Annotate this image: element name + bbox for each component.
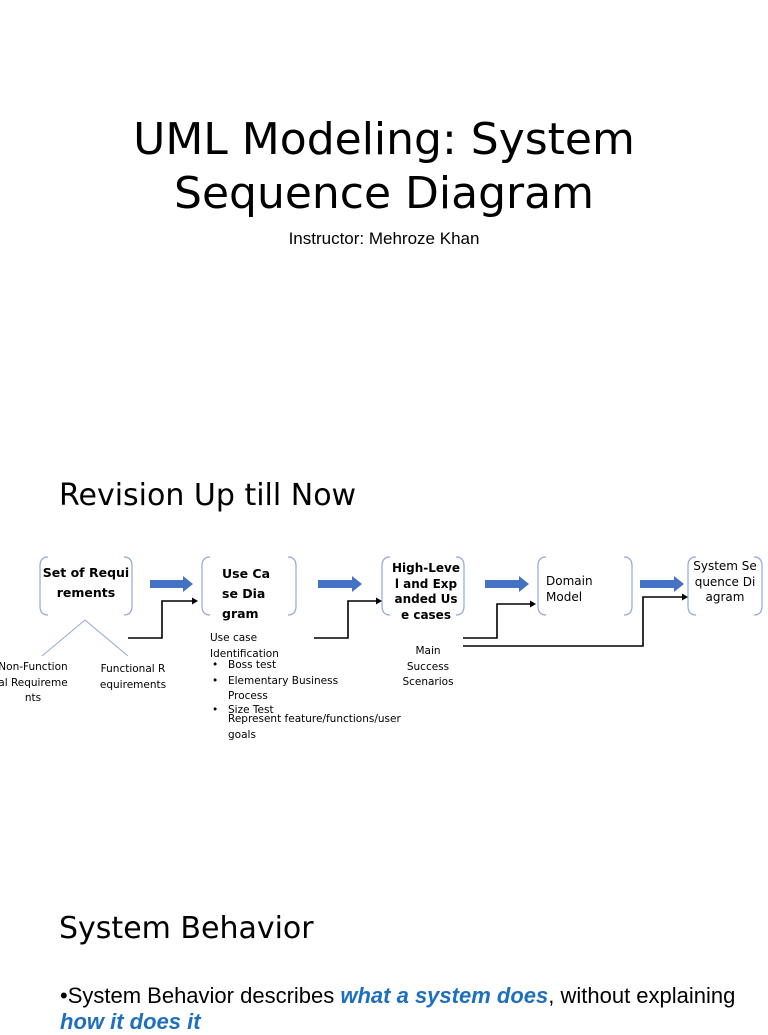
use-case-identification-label: Use case Identification [210, 632, 279, 660]
connector-4 [463, 596, 682, 647]
list-item: Boss test [210, 658, 360, 674]
arrow-3 [485, 576, 529, 592]
slide-title-line-1: UML Modeling: System [133, 114, 635, 165]
system-behavior-bullet: •System Behavior describes what a system… [60, 983, 750, 1035]
bracket-requirements [39, 556, 133, 616]
arrow-4 [640, 576, 684, 592]
slide-title-line-2: Sequence Diagram [174, 168, 594, 219]
body-text-part-1: System Behavior describes [67, 983, 341, 1008]
list-item: Size Test [210, 703, 360, 719]
connector-1 [128, 600, 192, 639]
system-behavior-heading: System Behavior [59, 911, 314, 946]
bracket-ssd [687, 556, 763, 616]
bracket-high-level [381, 556, 465, 616]
revision-heading: Revision Up till Now [59, 478, 357, 513]
line-functional [84, 619, 129, 657]
slide-title: UML Modeling: System Sequence Diagram [0, 113, 768, 221]
list-item: Elementary Business Process [210, 674, 360, 705]
use-case-tests-list: Boss test Elementary Business Process Si… [210, 658, 360, 718]
emphasis-how: how it does it [60, 1009, 201, 1034]
connector-2 [314, 600, 376, 639]
bracket-use-case [201, 556, 297, 616]
bracket-domain [537, 556, 633, 616]
emphasis-what: what a system does [340, 983, 549, 1008]
non-functional-requirements-label: Non-Functional Requirements [0, 661, 68, 704]
connector-3 [463, 603, 530, 639]
functional-requirements-label: Functional Requirements [99, 663, 167, 691]
arrow-2 [318, 576, 362, 592]
line-non-functional [41, 619, 86, 657]
represent-features-text: Represent feature/functions/user goals [228, 713, 401, 741]
body-text-part-2: , without explaining [548, 983, 736, 1008]
bullet-mark: • [60, 983, 68, 1008]
main-success-scenarios-label: Main Success Scenarios [402, 645, 454, 688]
instructor-subtitle: Instructor: Mehroze Khan [288, 229, 480, 248]
arrow-1 [150, 576, 193, 592]
